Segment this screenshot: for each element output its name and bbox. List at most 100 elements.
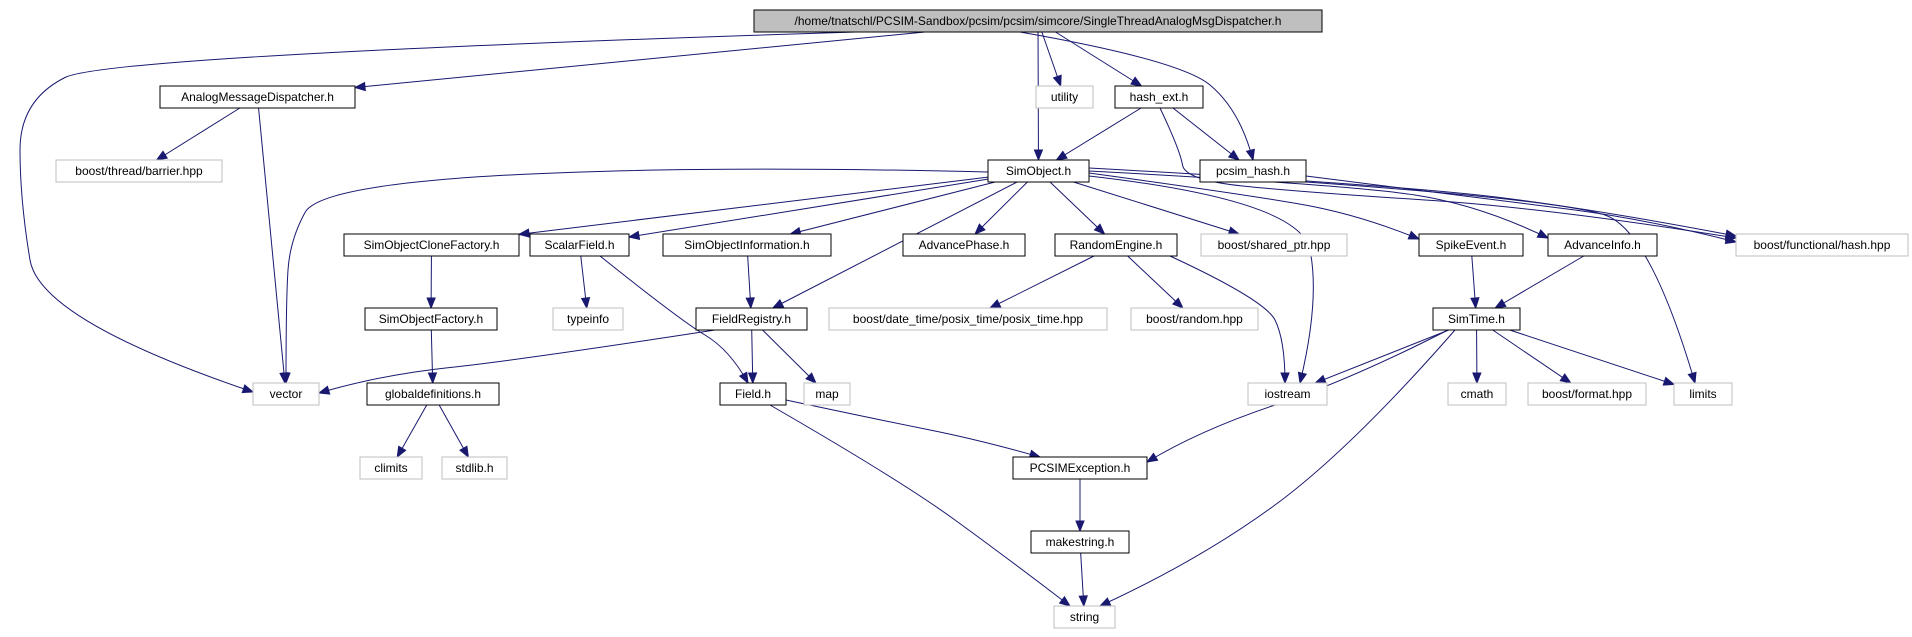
- node-string: string: [1053, 605, 1116, 629]
- node-cmath: cmath: [1447, 382, 1507, 406]
- node-sof[interactable]: SimObjectFactory.h: [364, 307, 498, 331]
- edge-root-to-vector: [19, 30, 889, 393]
- node-box: [1432, 307, 1521, 331]
- node-label: vector: [270, 387, 303, 401]
- node-root[interactable]: /home/tnatschl/PCSIM-Sandbox/pcsim/pcsim…: [753, 9, 1323, 33]
- edge-arrowhead-simobject-to-fhash: [1724, 229, 1738, 239]
- node-makestring[interactable]: makestring.h: [1030, 530, 1130, 554]
- edge-arrowhead-simobject-to-vector: [281, 372, 291, 385]
- node-label: map: [815, 387, 839, 401]
- node-format: boost/format.hpp: [1527, 382, 1647, 406]
- edge-arrowhead-globaldef-to-stdlib: [459, 445, 469, 459]
- edge-hashext-to-pcsimhash: [1172, 107, 1240, 161]
- node-pcsimhash[interactable]: pcsim_hash.h: [1199, 159, 1307, 183]
- edge-hashext-to-simobject: [1056, 107, 1142, 161]
- node-pcsimexc[interactable]: PCSIMException.h: [1012, 456, 1148, 480]
- node-box: [252, 382, 320, 406]
- node-fhash: boost/functional/hash.hpp: [1735, 233, 1909, 257]
- node-label: Field.h: [735, 387, 771, 401]
- node-amd[interactable]: AnalogMessageDispatcher.h: [159, 85, 356, 109]
- node-label: PCSIMException.h: [1030, 461, 1131, 475]
- edge-arrowhead-advinfo-to-simtime: [1494, 298, 1507, 309]
- node-typeinfo: typeinfo: [552, 307, 624, 331]
- edge-arrowhead-soinfo-to-fieldreg: [745, 297, 755, 310]
- edge-root-to-amd: [354, 31, 926, 89]
- node-label: SpikeEvent.h: [1436, 238, 1507, 252]
- edge-arrowhead-makestring-to-string: [1078, 595, 1088, 608]
- edge-fieldreg-to-map: [762, 329, 817, 384]
- node-label: /home/tnatschl/PCSIM-Sandbox/pcsim/pcsim…: [795, 14, 1282, 28]
- edge-arrowhead-simtime-to-cmath: [1472, 372, 1482, 385]
- node-label: stdlib.h: [455, 461, 493, 475]
- edge-arrowhead-fieldreg-to-vector: [317, 385, 331, 395]
- edge-randeng-to-random: [1127, 255, 1184, 309]
- edge-simobject-to-fieldreg: [772, 181, 1018, 309]
- node-box: [1247, 382, 1328, 406]
- edge-simobject-to-fhash: [1088, 167, 1737, 237]
- node-simtime[interactable]: SimTime.h: [1432, 307, 1521, 331]
- node-label: typeinfo: [567, 312, 609, 326]
- node-label: cmath: [1461, 387, 1494, 401]
- node-label: AnalogMessageDispatcher.h: [181, 90, 334, 104]
- edge-arrowhead-simobject-to-advinfo: [1536, 229, 1550, 239]
- node-spikeevent[interactable]: SpikeEvent.h: [1418, 233, 1524, 257]
- node-box: [1114, 85, 1204, 109]
- edge-simtime-to-iostream: [1315, 329, 1449, 384]
- node-box: [1053, 605, 1116, 629]
- node-barrier: boost/thread/barrier.hpp: [55, 159, 223, 183]
- node-randeng[interactable]: RandomEngine.h: [1054, 233, 1178, 257]
- node-label: SimObject.h: [1006, 164, 1071, 178]
- node-socf[interactable]: SimObjectCloneFactory.h: [343, 233, 520, 257]
- edge-arrowhead-simobject-to-advphase: [974, 223, 986, 235]
- edge-randeng-to-iostream: [1169, 255, 1286, 384]
- edge-arrowhead-randeng-to-posixtime: [988, 299, 1002, 309]
- edge-simobject-to-iostream: [1088, 175, 1314, 384]
- node-hashext[interactable]: hash_ext.h: [1114, 85, 1204, 109]
- node-box: [1418, 233, 1524, 257]
- node-stdlib: stdlib.h: [441, 456, 508, 480]
- edge-arrowhead-simobject-to-fieldreg: [771, 298, 785, 309]
- node-label: RandomEngine.h: [1070, 238, 1163, 252]
- edge-simobject-to-scalarfield: [628, 178, 989, 238]
- node-label: limits: [1689, 387, 1716, 401]
- node-iostream: iostream: [1247, 382, 1328, 406]
- node-posixtime: boost/date_time/posix_time/posix_time.hp…: [828, 307, 1108, 331]
- node-sharedptr: boost/shared_ptr.hpp: [1200, 233, 1348, 257]
- node-limits: limits: [1673, 382, 1733, 406]
- edge-simobject-to-vector: [285, 168, 989, 384]
- edge-arrowhead-simtime-to-iostream: [1313, 374, 1327, 384]
- node-box: [719, 382, 787, 406]
- node-soinfo[interactable]: SimObjectInformation.h: [662, 233, 832, 257]
- node-box: [695, 307, 808, 331]
- node-box: [1054, 233, 1178, 257]
- edge-arrowhead-simtime-to-string: [1098, 597, 1112, 607]
- node-label: boost/thread/barrier.hpp: [75, 164, 203, 178]
- node-box: [1673, 382, 1733, 406]
- node-scalarfield[interactable]: ScalarField.h: [529, 233, 630, 257]
- edge-arrowhead-scalarfield-to-field: [738, 371, 749, 385]
- edge-arrowhead-sof-to-globaldef: [427, 372, 438, 385]
- edge-arrowhead-root-to-pcsimhash: [1245, 148, 1255, 162]
- node-box: [1547, 233, 1658, 257]
- edge-arrowhead-pcsimhash-to-limits: [1687, 371, 1697, 385]
- node-globaldef[interactable]: globaldefinitions.h: [366, 382, 500, 406]
- node-random: boost/random.hpp: [1130, 307, 1259, 331]
- node-fieldreg[interactable]: FieldRegistry.h: [695, 307, 808, 331]
- node-label: SimTime.h: [1448, 312, 1505, 326]
- node-simobject[interactable]: SimObject.h: [987, 159, 1090, 183]
- node-advphase[interactable]: AdvancePhase.h: [902, 233, 1026, 257]
- node-advinfo[interactable]: AdvanceInfo.h: [1547, 233, 1658, 257]
- edge-arrowhead-simtime-to-limits: [1662, 376, 1676, 386]
- edge-simobject-to-advphase: [974, 181, 1028, 235]
- node-box: [1030, 530, 1130, 554]
- node-label: string: [1070, 610, 1099, 624]
- node-box: [987, 159, 1090, 183]
- node-label: boost/functional/hash.hpp: [1754, 238, 1891, 252]
- node-box: [159, 85, 356, 109]
- node-field[interactable]: Field.h: [719, 382, 787, 406]
- node-box: [1012, 456, 1148, 480]
- node-box: [55, 159, 223, 183]
- node-box: [1735, 233, 1909, 257]
- edge-arrowhead-randeng-to-iostream: [1280, 372, 1290, 385]
